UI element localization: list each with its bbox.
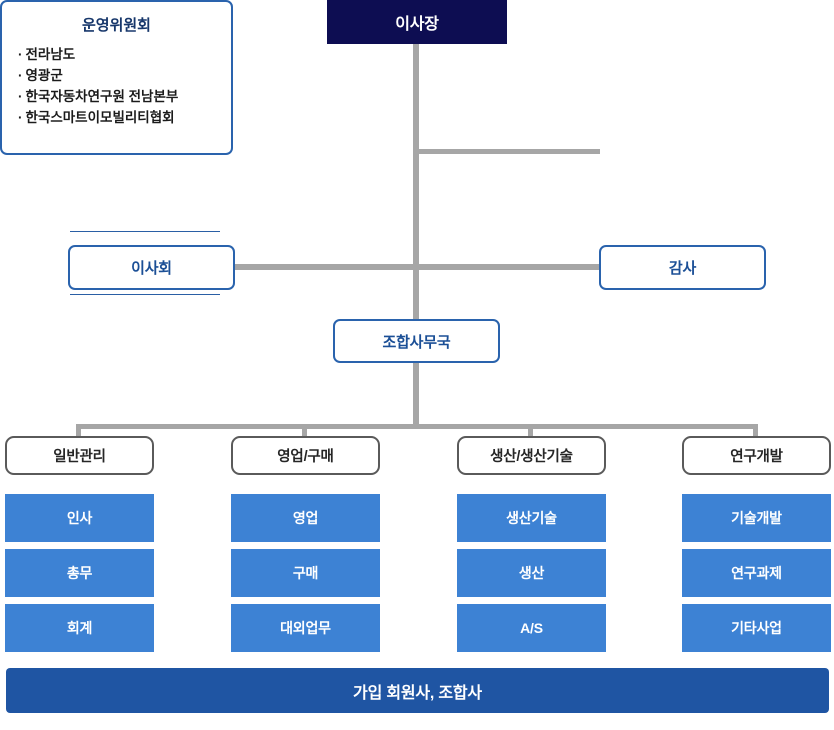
committee-item: ·한국자동차연구원 전남본부 <box>18 86 215 107</box>
bullet-icon: · <box>18 89 23 104</box>
committee-item-label: 영광군 <box>25 68 63 83</box>
dept-box-production[interactable]: 생산/생산기술 <box>457 436 606 475</box>
decor-line-above-board <box>70 231 220 232</box>
connector-trunk-vertical <box>413 44 419 319</box>
board-box[interactable]: 이사회 <box>68 245 235 290</box>
committee-box[interactable]: 운영위원회 ·전라남도 ·영광군 ·한국자동차연구원 전남본부 ·한국스마트이모… <box>0 0 233 155</box>
sub-box-dept4-1[interactable]: 기술개발 <box>682 494 831 542</box>
connector-drop-dept-4 <box>753 424 758 437</box>
committee-title: 운영위원회 <box>81 17 151 34</box>
sub-box-dept4-3[interactable]: 기타사업 <box>682 604 831 652</box>
sub-box-dept1-3[interactable]: 회계 <box>5 604 154 652</box>
sub-box-dept1-1[interactable]: 인사 <box>5 494 154 542</box>
connector-secretariat-drop <box>413 363 419 427</box>
connector-board-auditor <box>233 264 600 270</box>
dept-box-general-management[interactable]: 일반관리 <box>5 436 154 475</box>
auditor-box[interactable]: 감사 <box>599 245 766 290</box>
committee-item-label: 한국자동차연구원 전남본부 <box>25 89 179 104</box>
committee-item-label: 한국스마트이모빌리티협회 <box>25 110 175 125</box>
bullet-icon: · <box>18 47 23 62</box>
committee-item: ·한국스마트이모빌리티협회 <box>18 107 215 128</box>
sub-box-dept2-3[interactable]: 대외업무 <box>231 604 380 652</box>
sub-box-dept3-1[interactable]: 생산기술 <box>457 494 606 542</box>
committee-item: ·전라남도 <box>18 44 215 65</box>
chairman-box[interactable]: 이사장 <box>327 0 507 44</box>
connector-distribution-bar <box>76 424 758 429</box>
bullet-icon: · <box>18 110 23 125</box>
sub-box-dept3-3[interactable]: A/S <box>457 604 606 652</box>
bullet-icon: · <box>18 68 23 83</box>
sub-box-dept3-2[interactable]: 생산 <box>457 549 606 597</box>
connector-to-committee <box>413 149 600 154</box>
decor-line-below-board <box>70 294 220 295</box>
secretariat-box[interactable]: 조합사무국 <box>333 319 500 363</box>
connector-drop-dept-2 <box>302 424 307 437</box>
sub-box-dept2-2[interactable]: 구매 <box>231 549 380 597</box>
sub-box-dept1-2[interactable]: 총무 <box>5 549 154 597</box>
footer-members-bar[interactable]: 가입 회원사, 조합사 <box>6 668 829 713</box>
dept-box-sales-purchasing[interactable]: 영업/구매 <box>231 436 380 475</box>
dept-box-rnd[interactable]: 연구개발 <box>682 436 831 475</box>
committee-item-label: 전라남도 <box>25 47 76 62</box>
committee-item: ·영광군 <box>18 65 215 86</box>
connector-drop-dept-1 <box>76 424 81 437</box>
committee-member-list: ·전라남도 ·영광군 ·한국자동차연구원 전남본부 ·한국스마트이모빌리티협회 <box>18 44 215 128</box>
sub-box-dept2-1[interactable]: 영업 <box>231 494 380 542</box>
sub-box-dept4-2[interactable]: 연구과제 <box>682 549 831 597</box>
connector-drop-dept-3 <box>528 424 533 437</box>
